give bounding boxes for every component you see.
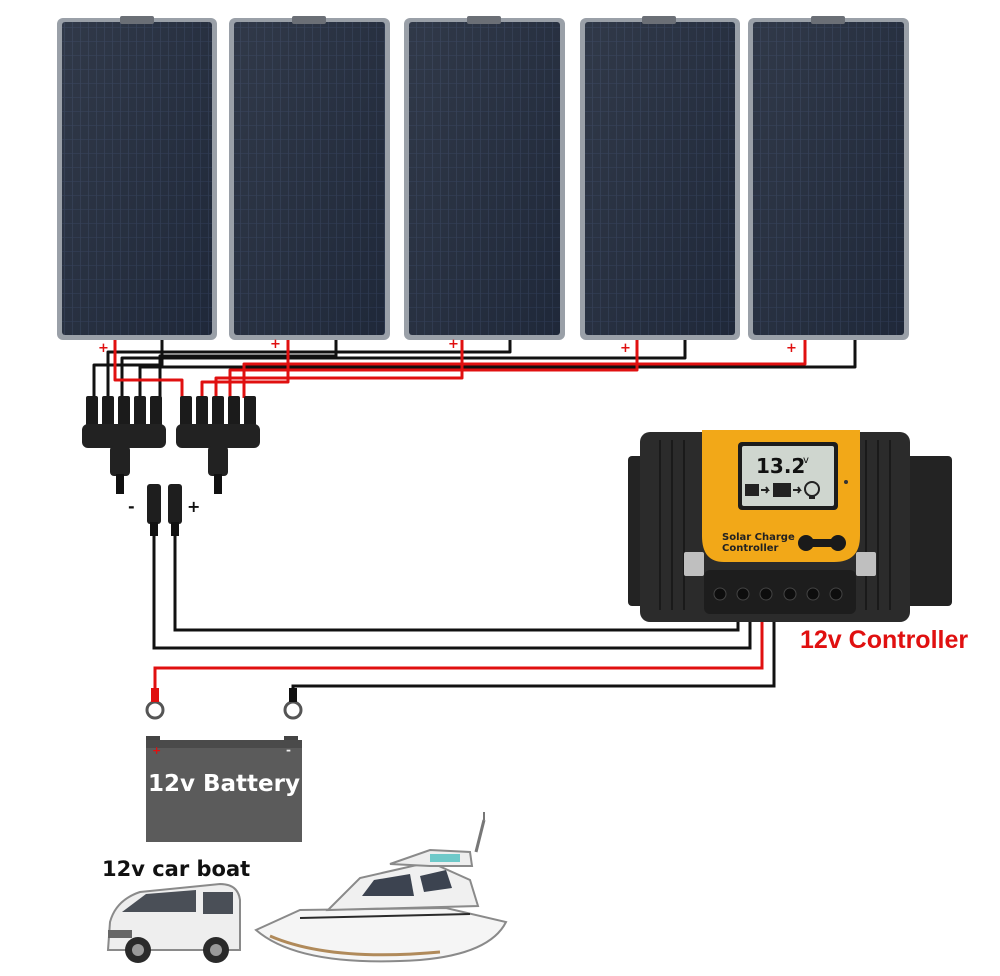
battery-plus-label: + xyxy=(152,744,161,757)
wire-battery-negative xyxy=(291,612,776,690)
wire-positive-panel-1 xyxy=(113,340,184,398)
battery-label: 12v Battery xyxy=(148,771,300,797)
mc4-branch-connector-positive xyxy=(176,396,260,494)
solar-panel-5 xyxy=(748,16,909,340)
panel-wiring xyxy=(92,340,857,398)
panel-1-plus-label: + xyxy=(98,341,109,356)
panel-3-plus-label: + xyxy=(448,337,459,352)
controller-face-line1: Solar Charge xyxy=(722,532,795,543)
wire-positive-panel-3 xyxy=(214,340,464,398)
controller-display-unit: v xyxy=(803,455,809,466)
solar-panel-1 xyxy=(57,16,217,340)
display-battery-icon xyxy=(773,483,802,497)
mc4-branch-connector-negative xyxy=(82,396,166,494)
wire-negative-panel-5 xyxy=(138,340,857,398)
battery-wiring xyxy=(153,612,776,690)
loads-label: 12v car boat xyxy=(102,857,250,881)
usb-port-left[interactable] xyxy=(684,552,704,576)
wire-positive-panel-2 xyxy=(200,340,290,398)
panel-5-plus-label: + xyxy=(786,341,797,356)
wire-battery-positive xyxy=(153,612,764,690)
charge-controller: 13.2 v Solar Charge Controller xyxy=(628,430,952,622)
panel-4-plus-label: + xyxy=(620,341,631,356)
usb-port-right[interactable] xyxy=(856,552,876,576)
controller-label: 12v Controller xyxy=(800,626,968,654)
display-bulb-icon xyxy=(804,481,820,499)
controller-menu-button[interactable] xyxy=(798,535,814,551)
solar-panel-array xyxy=(57,16,909,340)
solar-panel-3 xyxy=(404,16,565,340)
wire-negative-panel-4 xyxy=(120,340,687,398)
controller-face-line2: Controller xyxy=(722,543,779,554)
wire-negative-panel-2 xyxy=(158,340,338,398)
battery-ring-terminal-positive xyxy=(145,700,165,720)
battery-ring-terminal-negative xyxy=(283,700,303,720)
wire-pv-negative xyxy=(152,536,752,650)
panel-polarity-labels: + + + + + xyxy=(98,337,797,356)
branch-minus-label: - xyxy=(128,497,135,516)
battery: + - 12v Battery xyxy=(145,688,303,842)
van-illustration xyxy=(106,882,241,963)
controller-set-button[interactable] xyxy=(830,535,846,551)
panel-2-plus-label: + xyxy=(270,337,281,352)
controller-terminal-block xyxy=(704,570,856,614)
wire-negative-panel-3 xyxy=(106,340,512,398)
display-solar-icon xyxy=(745,484,770,496)
mc4-output-pair xyxy=(147,484,182,536)
solar-panel-2 xyxy=(229,16,390,340)
controller-display-value: 13.2 xyxy=(756,454,805,478)
boat-illustration xyxy=(254,812,508,963)
wire-positive-panel-4 xyxy=(228,340,639,398)
battery-minus-label: - xyxy=(286,743,291,757)
wire-negative-panel-1 xyxy=(92,340,164,398)
solar-panel-4 xyxy=(580,16,740,340)
branch-plus-label: + xyxy=(187,497,200,516)
